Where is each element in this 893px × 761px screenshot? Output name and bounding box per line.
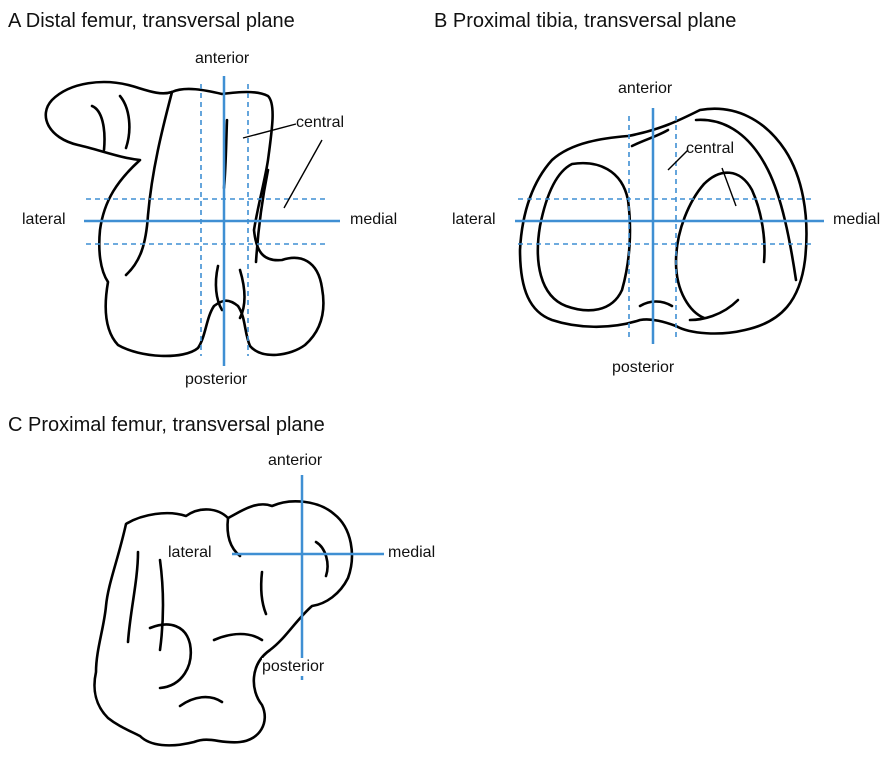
- label-lateral-c: lateral: [168, 544, 212, 562]
- label-posterior-c: posterior: [262, 658, 324, 676]
- shaft-line: [160, 560, 163, 650]
- label-anterior-c: anterior: [268, 452, 322, 470]
- label-central-a: central: [296, 114, 344, 132]
- label-lateral-b: lateral: [452, 211, 496, 229]
- medial-plateau: [704, 173, 765, 262]
- medial-plateau: [690, 300, 738, 320]
- label-medial-b: medial: [833, 211, 880, 229]
- shaft-line: [128, 552, 138, 642]
- rim-line: [632, 130, 668, 146]
- panel-b-drawing: [515, 108, 824, 344]
- medial-plateau: [676, 184, 704, 318]
- label-medial-c: medial: [388, 544, 435, 562]
- proximal-femur-outline: [95, 501, 352, 745]
- label-anterior-a: anterior: [195, 50, 249, 68]
- notch-line: [120, 96, 129, 148]
- label-posterior-b: posterior: [612, 359, 674, 377]
- posterior-notch: [640, 302, 672, 307]
- label-anterior-b: anterior: [618, 80, 672, 98]
- trochanter-line: [150, 625, 191, 688]
- label-central-b: central: [686, 140, 734, 158]
- condyle-line: [126, 92, 172, 275]
- label-medial-a: medial: [350, 211, 397, 229]
- label-posterior-a: posterior: [185, 371, 247, 389]
- label-lateral-a: lateral: [22, 211, 66, 229]
- central-leader: [284, 140, 322, 208]
- panel-c-drawing: [95, 475, 385, 745]
- central-leader: [668, 150, 688, 170]
- trochanter-line: [180, 697, 222, 706]
- notch-line: [92, 106, 105, 150]
- head-line: [261, 572, 266, 614]
- distal-femur-outline: [46, 82, 324, 356]
- neck-line: [228, 518, 241, 556]
- trochanter-line: [214, 634, 262, 640]
- lateral-plateau: [538, 163, 630, 310]
- central-leader: [243, 124, 296, 138]
- head-line: [316, 542, 328, 576]
